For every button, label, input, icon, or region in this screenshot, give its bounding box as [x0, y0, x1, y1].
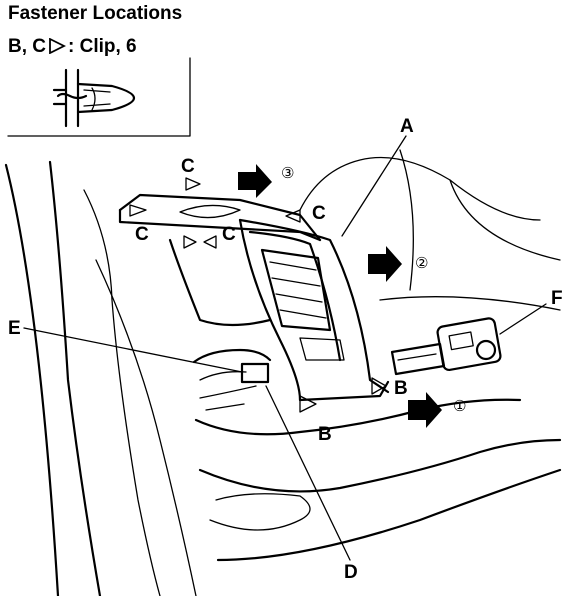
legend-suffix: : Clip, 6: [68, 36, 137, 57]
callout-f: F: [551, 288, 563, 309]
connector-d: [192, 348, 272, 411]
clip-triangle-icon: [49, 38, 66, 54]
switch-f: [390, 317, 502, 376]
callout-b-right: B: [394, 378, 408, 399]
arrow-right-icon: [238, 164, 272, 198]
callout-a: A: [400, 116, 414, 137]
callout-b-bottom: B: [318, 424, 332, 445]
callout-e: E: [8, 318, 21, 339]
dashboard-body: [194, 149, 562, 562]
vent-panel-a: [168, 218, 390, 413]
step-one: ①: [453, 397, 467, 415]
callout-c-right: C: [312, 203, 326, 224]
leader-lines: [23, 135, 547, 561]
arrow-right-icon: [408, 392, 442, 428]
upper-trim-panel: [118, 177, 322, 249]
clip-detail-inset: [7, 57, 191, 137]
callout-c-top: C: [181, 156, 195, 177]
arrow-right-icon: [368, 246, 402, 282]
legend-prefix: B, C: [8, 36, 46, 57]
pillar-outline: [4, 160, 197, 596]
direction-arrows: [238, 164, 442, 428]
legend: B, C : Clip, 6: [8, 36, 137, 58]
callout-c-left: C: [135, 224, 149, 245]
callout-c-middle: C: [222, 224, 236, 245]
diagram-title: Fastener Locations: [8, 3, 183, 24]
step-two: ②: [415, 254, 429, 272]
callout-d: D: [344, 562, 358, 583]
step-three: ③: [281, 164, 295, 182]
